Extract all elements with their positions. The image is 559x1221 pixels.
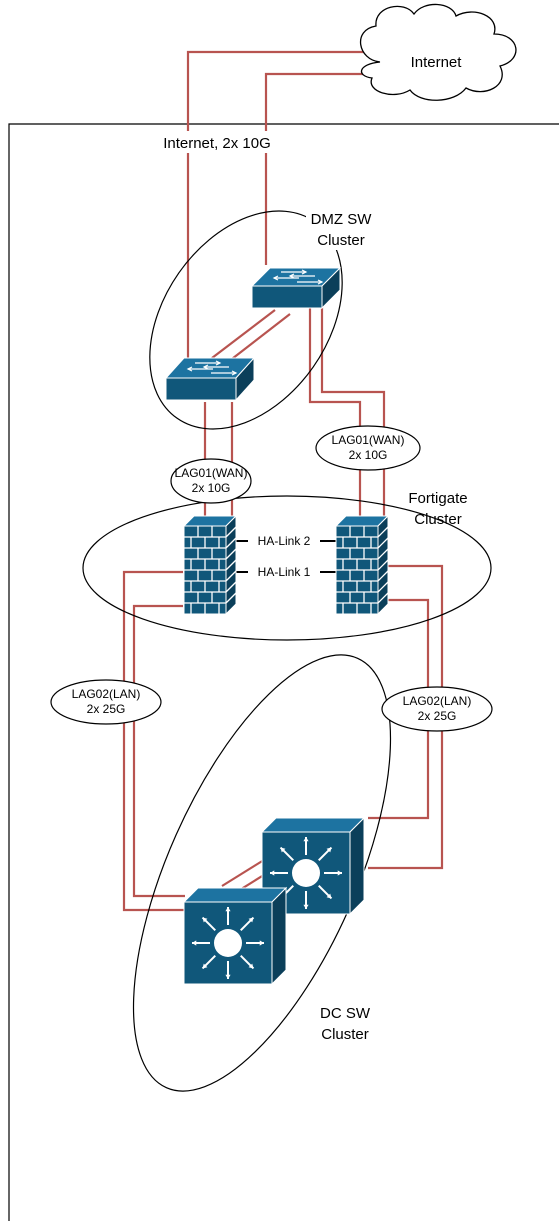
cloud-icon [359, 3, 517, 101]
lag02-left-link-2 [132, 604, 185, 898]
fortigate-cluster-label-1: Fortigate [408, 490, 467, 507]
firewall-icon [184, 526, 237, 614]
lag01-right-label-1: LAG01(WAN) [332, 433, 405, 447]
internet-link-1 [186, 50, 378, 378]
dc-switch-top [260, 816, 366, 916]
lag01-left-label-2: 2x 10G [192, 481, 231, 495]
lag01-right-ellipse [315, 425, 421, 471]
dmz-label-bg [306, 208, 378, 250]
dmz-cluster-label-2: Cluster [317, 232, 365, 249]
dmz-interlink-1 [211, 309, 276, 359]
ha-link-2-label: HA-Link 2 [258, 534, 311, 548]
firewall-icon [336, 526, 389, 614]
internet-cloud-label: Internet [411, 54, 463, 71]
switch-icon [186, 360, 238, 376]
lag02-left-label-2: 2x 25G [87, 702, 126, 716]
fortigate-right [334, 514, 390, 616]
lag02-left-label-1: LAG02(LAN) [72, 687, 141, 701]
lag02-right-ellipse [381, 686, 493, 732]
lag01-right-label-2: 2x 10G [349, 448, 388, 462]
dmz-cluster-label-1: DMZ SW [311, 211, 373, 228]
ha-link-1-label: HA-Link 1 [258, 565, 311, 579]
lag02-right-label-1: LAG02(LAN) [403, 694, 472, 708]
site-boundary [8, 123, 559, 1221]
internet-uplink-label: Internet, 2x 10G [163, 135, 271, 152]
dc-switch-bottom [182, 886, 288, 986]
layer3-switch-icon [192, 907, 264, 979]
lag01-left-label-1: LAG01(WAN) [175, 466, 248, 480]
internet-uplink-label-bg [145, 131, 289, 153]
dmz-interlink-2 [227, 313, 291, 363]
lag01-right-link-1 [308, 306, 362, 520]
ha-link-1-bg [248, 564, 320, 580]
lag02-left-link-1 [122, 570, 185, 912]
dmz-switch-top [250, 266, 342, 310]
fortigate-cluster-label-2: Cluster [414, 511, 462, 528]
switch-icon [272, 269, 324, 285]
dc-cluster-label-2: Cluster [321, 1026, 369, 1043]
ha-link-2-bg [248, 533, 320, 549]
lag01-right-link-2 [320, 306, 386, 520]
lag02-right-label-2: 2x 25G [418, 709, 457, 723]
lag02-left-ellipse [50, 679, 162, 725]
dmz-switch-bottom [164, 356, 256, 402]
lag01-left-ellipse [170, 458, 252, 504]
dc-cluster-label-1: DC SW [320, 1005, 371, 1022]
internet-link-2 [264, 72, 378, 265]
layer3-switch-icon [270, 837, 342, 909]
fortigate-cluster-ellipse [82, 495, 492, 641]
fortigate-left [182, 514, 238, 616]
